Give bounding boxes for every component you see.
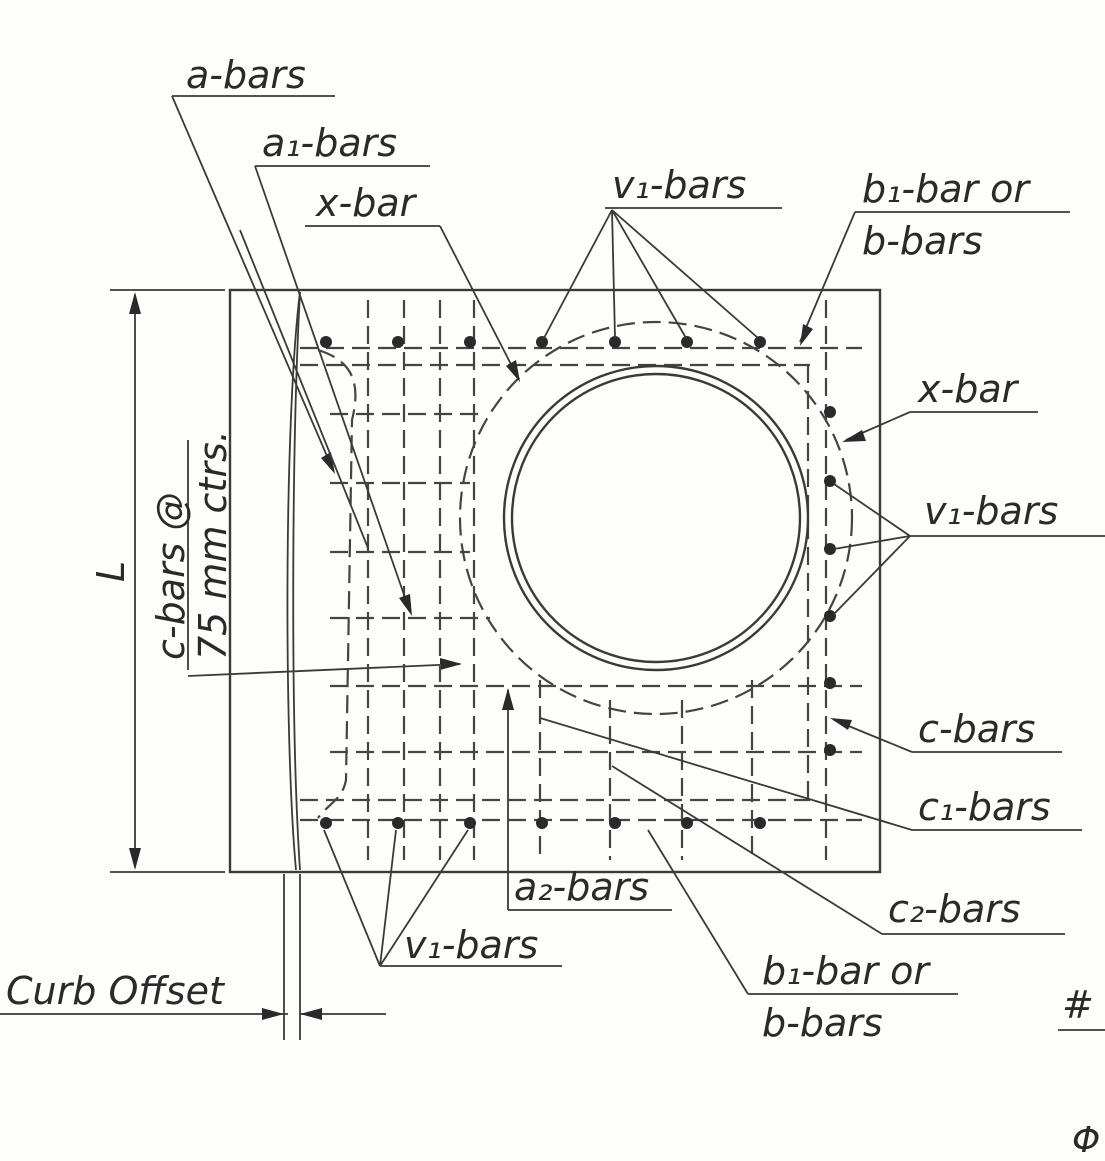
leader-b1-bar-bottom: [647, 829, 958, 995]
opening-outer: [502, 364, 810, 672]
label-b1-bar-or-top: b₁-bar or: [862, 167, 1031, 211]
bar-dots: [320, 336, 836, 829]
label-c1-bars: c₁-bars: [918, 785, 1051, 829]
x-bar-circle: [458, 320, 854, 716]
dimension-L: [110, 289, 225, 873]
label-partial-right: #: [1062, 983, 1094, 1027]
curb-offset-dimension: [0, 874, 386, 1040]
label-v1-bars-top: v₁-bars: [612, 163, 746, 207]
label-v1-bars-bottom: v₁-bars: [404, 923, 538, 967]
opening-inner: [510, 372, 802, 664]
label-b-bars-top: b-bars: [862, 219, 983, 263]
c-bars-spacing-callout: [187, 440, 462, 677]
leader-b1-bar-top: [799, 211, 1070, 346]
leader-v1-bars-bottom: [323, 829, 562, 967]
leader-c2-bars: [611, 765, 1065, 935]
vertical-bars: [366, 300, 828, 860]
leader-c-bars-right: [830, 718, 1062, 753]
label-c2-bars: c₂-bars: [888, 887, 1021, 931]
curb-edge-inner: [292, 291, 301, 871]
leader-a2-bars: [502, 688, 672, 911]
leader-x-bar-top: [305, 225, 520, 382]
label-x-bar-top: x-bar: [315, 181, 418, 225]
label-partial-symbol: Φ: [1072, 1120, 1100, 1161]
label-v1-bars-right: v₁-bars: [924, 489, 1058, 533]
leader-v1-bars-top: [543, 207, 782, 339]
leader-x-bar-right: [842, 411, 1038, 442]
label-c-bars-spacing-value: 75 mm ctrs.: [191, 430, 235, 660]
slab-outline: [228, 288, 882, 874]
horizontal-bars: [300, 346, 862, 822]
label-x-bar-right: x-bar: [917, 367, 1020, 411]
label-a2-bars: a₂-bars: [514, 865, 649, 909]
label-c-bars-right: c-bars: [918, 707, 1035, 751]
label-c-bars-spacing: c-bars @: [149, 492, 193, 660]
leader-a1-bars: [254, 165, 430, 616]
label-a-bars: a-bars: [186, 53, 306, 97]
leader-a-bars: [171, 95, 369, 549]
label-b-bars-bottom: b-bars: [762, 1001, 883, 1045]
label-curb-offset: Curb Offset: [6, 969, 226, 1013]
left-hooked-bar: [317, 348, 357, 819]
leader-v1-bars-right: [833, 483, 1105, 615]
leader-c1-bars: [539, 717, 1082, 831]
curb-edge-line: [286, 291, 301, 871]
label-dimension-L: L: [89, 561, 133, 582]
label-a1-bars: a₁-bars: [262, 121, 397, 165]
label-b1-bar-or-bottom: b₁-bar or: [762, 949, 931, 993]
